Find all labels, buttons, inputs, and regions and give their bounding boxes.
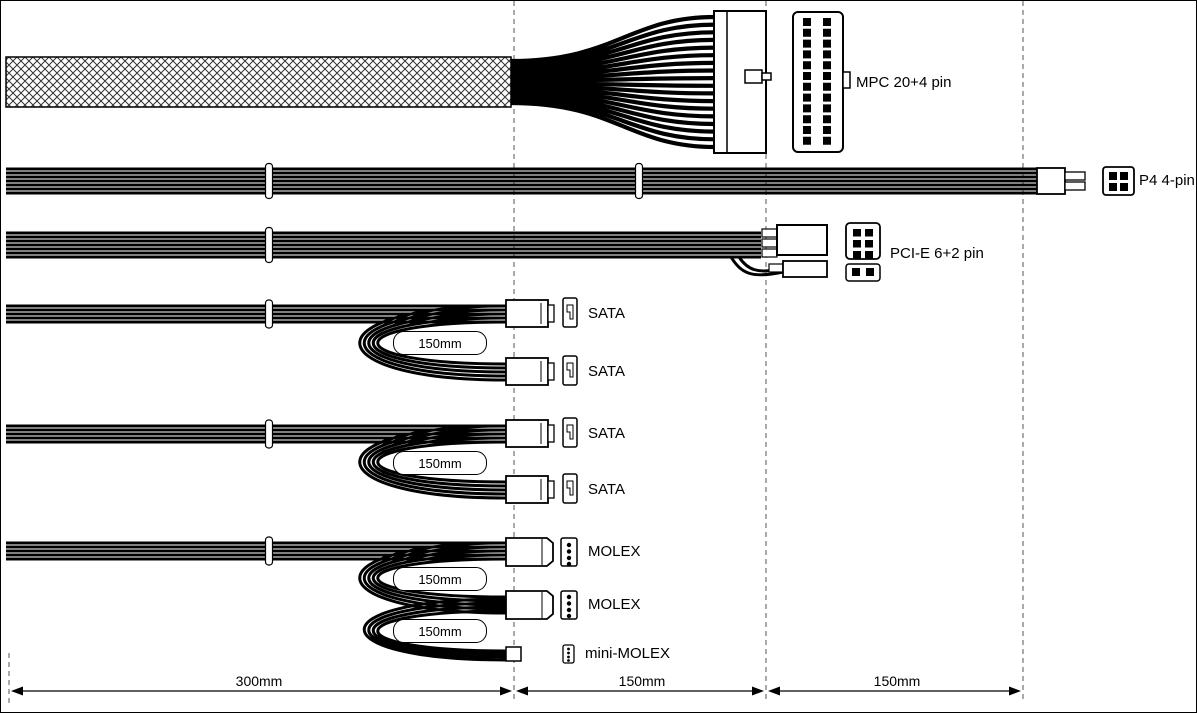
dimension-300mm: 300mm	[235, 673, 283, 689]
label-pcie-connector: PCI-E 6+2 pin	[890, 245, 984, 262]
pcie-cable-row	[6, 222, 881, 282]
label-mini-molex: mini-MOLEX	[585, 645, 671, 662]
sata-group-2	[6, 417, 578, 504]
mpc-cable-row	[5, 10, 851, 154]
label-sata-2: SATA	[588, 363, 625, 380]
label-mpc-connector: MPC 20+4 pin	[856, 74, 952, 91]
sata-group-1	[6, 297, 578, 386]
dimension-150mm-b: 150mm	[873, 673, 921, 689]
label-sata-3: SATA	[588, 425, 625, 442]
loop-length-molex-loop2: 150mm	[393, 619, 487, 643]
dimension-arrowheads	[11, 686, 1021, 696]
loop-length-sata-group2: 150mm	[393, 451, 487, 475]
loop-length-sata-group1: 150mm	[393, 331, 487, 355]
label-molex-2: MOLEX	[588, 596, 641, 613]
label-sata-4: SATA	[588, 481, 625, 498]
label-p4-connector: P4 4-pin	[1139, 172, 1195, 189]
loop-length-molex-loop1: 150mm	[393, 567, 487, 591]
molex-group	[6, 536, 578, 664]
label-molex-1: MOLEX	[588, 543, 641, 560]
dimension-150mm-a: 150mm	[618, 673, 666, 689]
p4-cable-row	[6, 162, 1135, 200]
label-sata-1: SATA	[588, 305, 625, 322]
